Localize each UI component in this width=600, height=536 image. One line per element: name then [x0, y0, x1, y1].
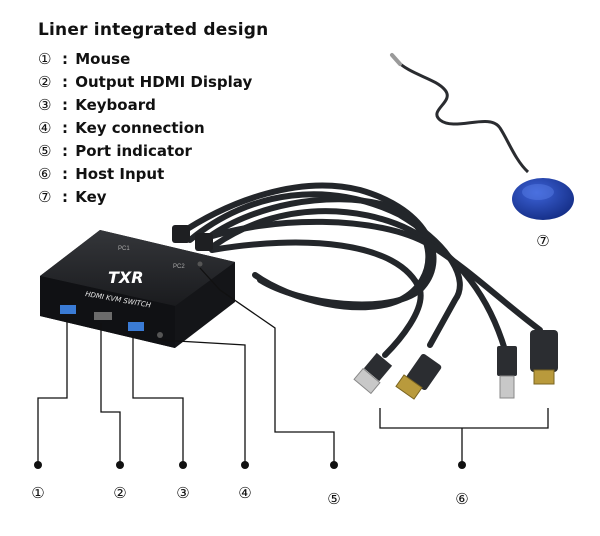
leader-line-4: [159, 339, 246, 464]
legend-item-key: ⑦: Key: [38, 188, 107, 206]
hdmi-output-port: [94, 312, 112, 320]
pc2-label: PC2: [173, 264, 185, 270]
callout-keyboard: ③: [176, 484, 190, 502]
page-title: Liner integrated design: [38, 20, 269, 40]
port-indicator-led: [197, 261, 203, 267]
callout-key-connection: ④: [238, 484, 252, 502]
hdmi-connector-1: [395, 354, 442, 400]
legend-item-keyboard: ③: Keyboard: [38, 96, 156, 114]
usb-port-mouse: [60, 305, 76, 314]
key-remote-cable: [394, 58, 530, 174]
key-remote-plug: [390, 53, 402, 66]
callout-port-indicator: ⑤: [327, 490, 341, 508]
legend-list: ①: Mouse ②: Output HDMI Display ③: Keybo…: [38, 48, 252, 209]
usb-port-keyboard: [128, 322, 144, 331]
legend-item-host-input: ⑥: Host Input: [38, 165, 165, 183]
key-button: [512, 178, 574, 220]
key-remote: [390, 53, 574, 220]
callout-key: ⑦: [536, 232, 550, 250]
leader-line-2: [100, 323, 121, 464]
usb-connector-1: [353, 352, 393, 395]
leader-dots: [34, 461, 466, 469]
legend-item-mouse: ①: Mouse: [38, 50, 131, 68]
usb-connector-2: [497, 346, 517, 399]
leader-line-6: [379, 408, 549, 429]
callout-host-input: ⑥: [455, 490, 469, 508]
legend-item-port-indicator: ⑤: Port indicator: [38, 142, 192, 160]
leader-line-1: [37, 318, 68, 464]
key-connection-port: [157, 332, 163, 338]
hdmi-connector-2: [530, 330, 558, 385]
callout-output-hdmi: ②: [113, 484, 127, 502]
legend-item-key-connection: ④: Key connection: [38, 119, 205, 137]
host-cables: [175, 182, 543, 358]
pc1-label: PC1: [118, 246, 130, 252]
leader-line-3: [132, 333, 184, 464]
callout-mouse: ①: [31, 484, 45, 502]
kvm-switch: PC1 PC2 TXR HDMI KVM SWITCH: [40, 225, 235, 348]
brand-logo: TXR: [108, 268, 144, 287]
leader-lines: [37, 267, 549, 464]
leader-line-5: [199, 267, 335, 464]
legend-item-output-hdmi: ②: Output HDMI Display: [38, 73, 253, 91]
